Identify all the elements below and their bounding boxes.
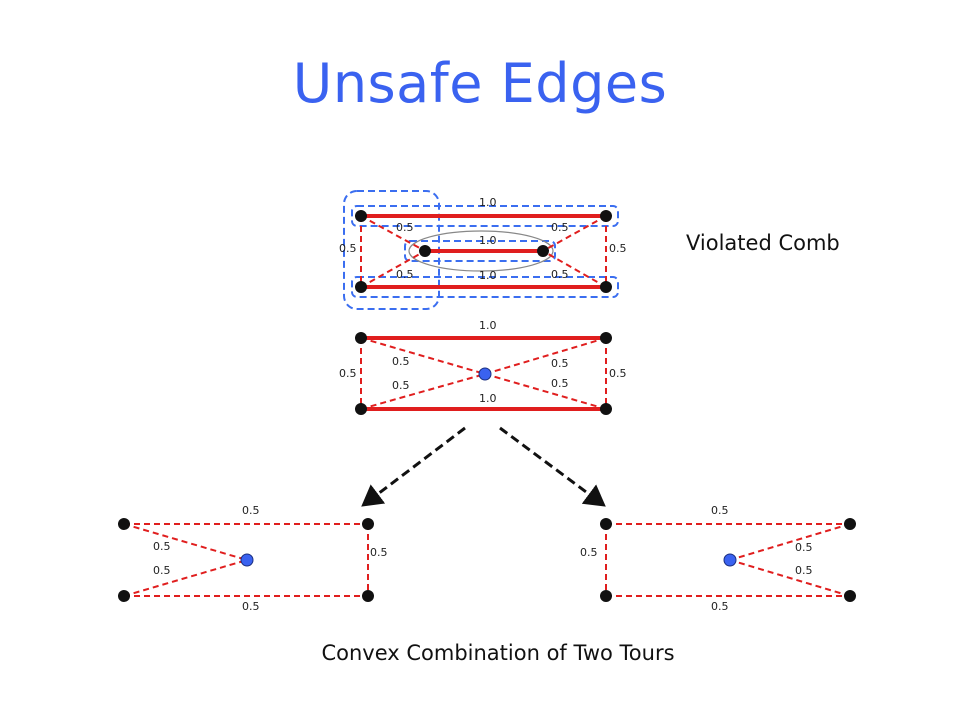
edge-label: 0.5	[396, 268, 414, 281]
tour-node	[362, 590, 374, 602]
edge-label: 0.5	[711, 600, 729, 613]
comb-upper-left-diag	[360, 215, 426, 252]
reduced-diag	[360, 373, 486, 410]
edge-label: 0.5	[370, 546, 388, 559]
comb-node	[355, 281, 367, 293]
comb-tooth-bottom	[351, 276, 619, 298]
tour-node	[844, 590, 856, 602]
tour-node	[600, 518, 612, 530]
edge-label: 1.0	[479, 392, 497, 405]
edge-label: 1.0	[479, 234, 497, 247]
reduced-diag	[360, 337, 486, 375]
edge-label: 1.0	[479, 269, 497, 282]
comb-lower-right-diag	[542, 250, 607, 288]
edge-label: 0.5	[711, 504, 729, 517]
comb-tooth-middle	[404, 240, 556, 262]
tour-node	[118, 590, 130, 602]
comb-node	[600, 210, 612, 222]
reduced-diag	[484, 337, 607, 375]
comb-graph: 1.0 1.0 1.0 0.5 0.5 0.5 0.5 0.5 0.5	[339, 190, 627, 310]
reduced-node	[600, 332, 612, 344]
comb-upper-right-diag	[542, 215, 607, 252]
tour-contracted-node	[723, 553, 737, 567]
tour-node	[118, 518, 130, 530]
comb-node	[355, 210, 367, 222]
edge-label: 0.5	[153, 540, 171, 553]
edge-label: 0.5	[153, 564, 171, 577]
tour-contracted-node	[240, 553, 254, 567]
edge-label: 0.5	[392, 379, 410, 392]
edge-label: 0.5	[551, 377, 569, 390]
tour-right-lower-diag	[729, 559, 851, 597]
reduced-node	[355, 332, 367, 344]
reduced-contracted-node	[478, 367, 492, 381]
tour-left: 0.5 0.5 0.5 0.5 0.5	[118, 504, 388, 613]
edge-label: 0.5	[795, 541, 813, 554]
tour-node	[844, 518, 856, 530]
edge-label: 0.5	[580, 546, 598, 559]
edge-label: 0.5	[339, 242, 357, 255]
edge-label: 0.5	[551, 268, 569, 281]
edge-label: 0.5	[609, 367, 627, 380]
comb-tooth-top	[351, 205, 619, 227]
arrow-left	[361, 426, 466, 507]
tour-right-upper-diag	[729, 523, 851, 561]
tour-node	[600, 590, 612, 602]
edge-label: 0.5	[609, 242, 627, 255]
edge-label: 1.0	[479, 196, 497, 209]
edge-label: 0.5	[396, 221, 414, 234]
reduced-node	[355, 403, 367, 415]
edge-label: 0.5	[242, 504, 260, 517]
tour-left-lower-diag	[123, 559, 248, 597]
edge-label: 0.5	[339, 367, 357, 380]
comb-node	[537, 245, 549, 257]
edge-label: 0.5	[551, 221, 569, 234]
page-title: Unsafe Edges	[292, 52, 668, 115]
edge-label: 0.5	[392, 355, 410, 368]
comb-lower-left-diag	[360, 250, 426, 288]
comb-node	[600, 281, 612, 293]
tours-caption: Convex Combination of Two Tours	[321, 641, 675, 665]
edge-label: 0.5	[242, 600, 260, 613]
edge-label: 1.0	[479, 319, 497, 332]
tour-node	[362, 518, 374, 530]
tour-left-upper-diag	[123, 523, 248, 561]
arrow-right	[499, 426, 606, 507]
reduced-diag	[484, 373, 607, 410]
middle-node-ellipse	[408, 230, 554, 272]
edge-label: 0.5	[795, 564, 813, 577]
edge-label: 0.5	[551, 357, 569, 370]
tour-right: 0.5 0.5 0.5 0.5 0.5	[580, 504, 856, 613]
comb-node	[419, 245, 431, 257]
reduced-graph: 1.0 1.0 0.5 0.5 0.5 0.5 0.5 0.5	[339, 319, 627, 415]
violated-comb-label: Violated Comb	[686, 231, 840, 255]
reduced-node	[600, 403, 612, 415]
